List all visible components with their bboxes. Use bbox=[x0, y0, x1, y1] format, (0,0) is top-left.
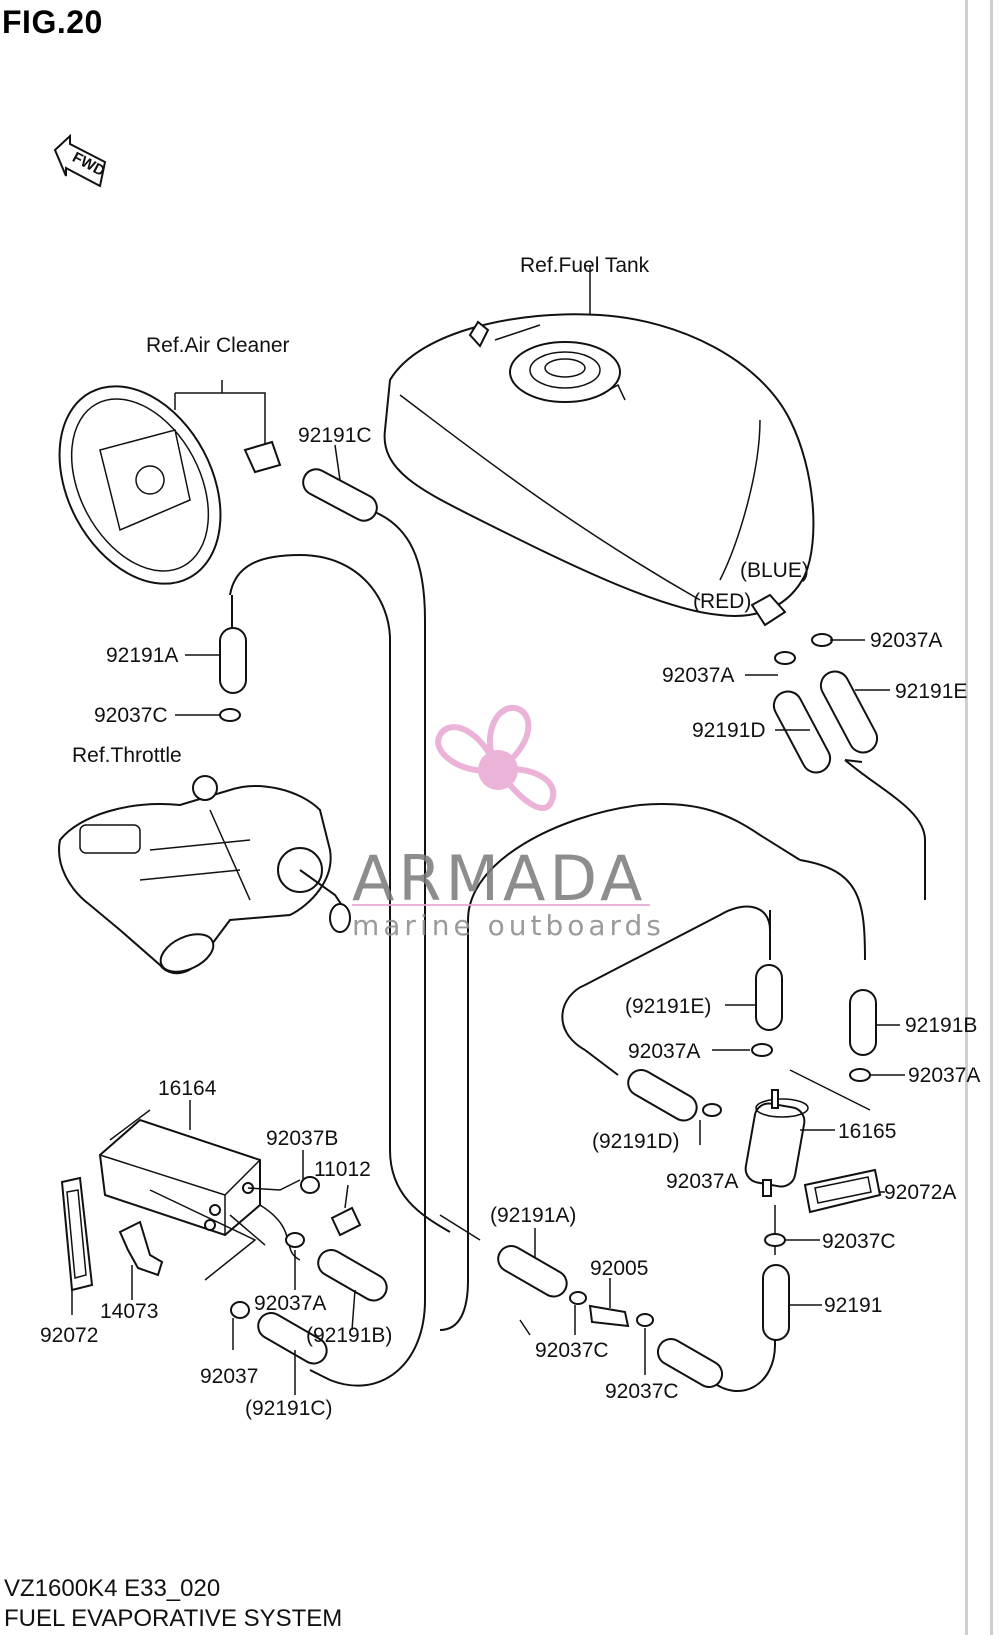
part-label: 14073 bbox=[100, 1300, 158, 1323]
ref-throttle-label: Ref.Throttle bbox=[72, 744, 182, 767]
part-label: 92037C bbox=[605, 1380, 679, 1403]
part-label: (92191A) bbox=[490, 1204, 576, 1227]
part-label: 92072 bbox=[40, 1324, 98, 1347]
ref-fuel-tank-label: Ref.Fuel Tank bbox=[520, 254, 650, 277]
throttle-body-illustration bbox=[58, 775, 351, 975]
part-label: 11012 bbox=[314, 1158, 371, 1181]
page-edge-line bbox=[990, 0, 993, 1635]
fwd-arrow-icon: FWD bbox=[53, 133, 108, 188]
air-cleaner-illustration bbox=[58, 380, 282, 585]
page-edge-line bbox=[965, 0, 968, 1635]
part-label: 16165 bbox=[838, 1120, 896, 1143]
propeller-logo-icon bbox=[435, 704, 557, 811]
hose-92191 bbox=[762, 1264, 790, 1341]
part-label: 92191D bbox=[692, 719, 766, 742]
part-label: (92191D) bbox=[592, 1130, 680, 1153]
hose-92191e-paren bbox=[755, 964, 783, 1031]
part-label: 92072A bbox=[884, 1181, 956, 1204]
hose-92191a bbox=[219, 627, 247, 694]
cap-11012-illustration bbox=[330, 1206, 362, 1237]
connector-92005-illustration bbox=[588, 1304, 630, 1328]
part-label: (92191C) bbox=[245, 1397, 333, 1420]
part-label: 92037A bbox=[666, 1170, 738, 1193]
hose-92191b bbox=[849, 989, 877, 1056]
part-label: 92037C bbox=[535, 1339, 609, 1362]
hose-92191d-paren bbox=[627, 1069, 698, 1122]
hose-92191b-paren bbox=[317, 1249, 388, 1302]
hose-92191a-paren bbox=[497, 1245, 568, 1298]
watermark-name: ARMADA bbox=[352, 842, 646, 915]
part-label: (92191E) bbox=[625, 995, 711, 1018]
part-label: 92191A bbox=[106, 644, 178, 667]
hose-routing-lines bbox=[149, 509, 926, 1392]
fuel-tank-illustration bbox=[383, 265, 815, 627]
hose-92191e bbox=[819, 670, 879, 754]
hose-92191-bottom bbox=[656, 1338, 724, 1388]
figure-title: FIG.20 bbox=[2, 4, 103, 40]
part-label: 92191C bbox=[298, 424, 372, 447]
part-label: 92005 bbox=[590, 1257, 648, 1280]
hose-92191c bbox=[302, 468, 378, 522]
part-label: 92037B bbox=[266, 1127, 338, 1150]
part-label: 92037 bbox=[200, 1365, 258, 1388]
part-label: 92037A bbox=[628, 1040, 700, 1063]
system-name: FUEL EVAPORATIVE SYSTEM bbox=[4, 1605, 343, 1632]
part-label: 92191E bbox=[895, 680, 967, 703]
red-hose-tag: (RED) bbox=[693, 590, 751, 613]
part-label: 92191B bbox=[905, 1014, 977, 1037]
part-label: 92037A bbox=[254, 1292, 326, 1315]
part-label: 92037A bbox=[662, 664, 734, 687]
leader-lines bbox=[71, 444, 905, 1395]
part-label: 92037A bbox=[908, 1064, 980, 1087]
part-label: 92037C bbox=[94, 704, 168, 727]
hose-92191c-paren bbox=[257, 1312, 328, 1365]
armada-watermark: ARMADA marine outboards bbox=[352, 704, 665, 942]
part-labels: 92191C 92191A 92037C 92037A 92191E 92037… bbox=[40, 424, 980, 1420]
hose-92191d bbox=[772, 690, 832, 774]
filter-16165-illustration bbox=[744, 1089, 809, 1197]
part-label: 92037A bbox=[870, 629, 942, 652]
part-label: 92037C bbox=[822, 1230, 896, 1253]
watermark-tagline: marine outboards bbox=[352, 909, 665, 942]
bracket-14073-illustration bbox=[118, 1220, 164, 1277]
part-label: 92191 bbox=[824, 1294, 882, 1317]
part-label: (92191B) bbox=[306, 1324, 392, 1347]
blue-hose-tag: (BLUE) bbox=[740, 559, 809, 582]
ref-air-cleaner-label: Ref.Air Cleaner bbox=[146, 334, 290, 357]
part-label: 16164 bbox=[158, 1077, 217, 1100]
bracket-92072-illustration bbox=[60, 1176, 94, 1292]
model-code: VZ1600K4 E33_020 bbox=[4, 1575, 221, 1602]
